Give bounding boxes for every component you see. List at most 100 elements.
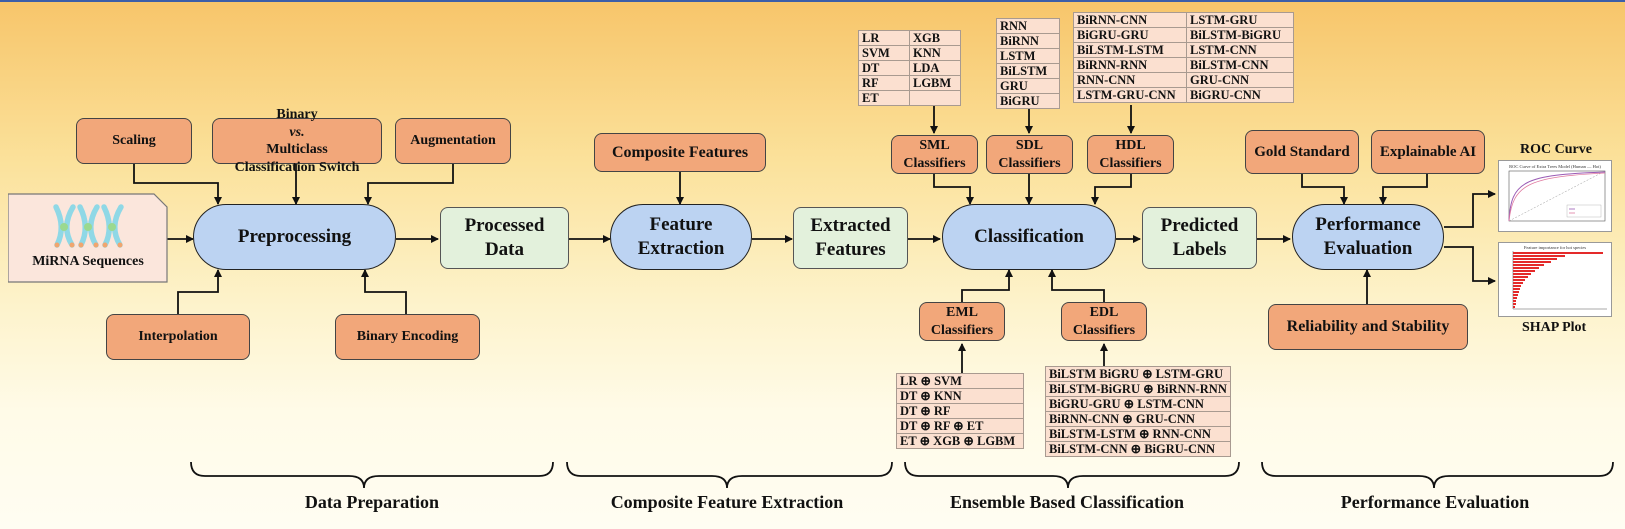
- ef-line1: Extracted: [810, 215, 891, 237]
- pl-line2: Labels: [1172, 239, 1227, 260]
- table-cell: LR ⊕ SVM: [896, 373, 1024, 389]
- shap-bar: [1513, 267, 1539, 269]
- switch-text-vs: vs.: [289, 124, 305, 140]
- table-cell: BiLSTM-LSTM ⊕ RNN-CNN: [1045, 426, 1231, 442]
- edl-line2: Classifiers: [1072, 322, 1136, 338]
- table-row: RNN: [996, 18, 1060, 34]
- explainable-ai-box: Explainable AI: [1371, 130, 1485, 174]
- arrow-binary-encoding: [361, 269, 407, 314]
- table-row: LSTM: [996, 48, 1060, 64]
- pe-line1: Performance: [1315, 214, 1421, 236]
- roc-thumb-title: ROC Curve of Extra Trees Model (Human — …: [1509, 164, 1601, 169]
- table-cell: LSTM: [996, 48, 1060, 64]
- shap-bar: [1513, 288, 1520, 290]
- roc-curve-image: ROC Curve of Extra Trees Model (Human — …: [1498, 160, 1612, 232]
- sml-line2: Classifiers: [903, 155, 966, 171]
- shap-thumb-title: Feature importance for hot species: [1524, 245, 1586, 250]
- table-cell: BiLSTM: [996, 63, 1060, 79]
- shap-bar: [1513, 252, 1603, 254]
- gold-standard-box: Gold Standard: [1245, 130, 1359, 174]
- arrow-xai: [1379, 174, 1428, 205]
- switch-text-line2: Classification Switch: [234, 159, 360, 175]
- sdl-line1: SDL: [1015, 138, 1044, 153]
- shap-bar: [1513, 291, 1519, 293]
- table-cell: XGB: [909, 30, 961, 46]
- table-cell: BiLSTM-BiGRU: [1186, 27, 1294, 43]
- shap-bar: [1513, 276, 1528, 278]
- shap-bar: [1513, 270, 1535, 272]
- table-row: DT ⊕ KNN: [896, 388, 1024, 404]
- table-row: DT ⊕ RF ⊕ ET: [896, 418, 1024, 434]
- processed-line1: Processed: [464, 215, 545, 237]
- stage-composite-feature-extraction: Composite Feature Extraction: [610, 492, 844, 512]
- table-row: ET: [858, 90, 961, 106]
- roc-caption: ROC Curve: [1520, 142, 1592, 157]
- arrow-edl: [1048, 269, 1105, 302]
- shap-bar: [1513, 306, 1515, 308]
- table-cell: BiGRU-GRU: [1073, 27, 1187, 43]
- table-row: BiGRU-GRU ⊕ LSTM-CNN: [1045, 396, 1231, 412]
- shap-bar: [1513, 258, 1557, 260]
- brace-ensemble: [904, 461, 1240, 489]
- table-cell: [909, 90, 961, 106]
- table-cell: BiLSTM-CNN ⊕ BiGRU-CNN: [1045, 441, 1231, 457]
- table-cell: DT ⊕ RF ⊕ ET: [896, 418, 1024, 434]
- augmentation-box: Augmentation: [395, 118, 511, 164]
- preprocessing-node: Preprocessing: [193, 204, 396, 270]
- shap-bar: [1513, 279, 1525, 281]
- table-cell: GRU: [996, 78, 1060, 94]
- arrow-scaling: [133, 164, 222, 205]
- table-row: DT ⊕ RF: [896, 403, 1024, 419]
- table-row: BiLSTM-CNN ⊕ BiGRU-CNN: [1045, 441, 1231, 457]
- table-row: BiLSTM-LSTM ⊕ RNN-CNN: [1045, 426, 1231, 442]
- table-row: ET ⊕ XGB ⊕ LGBM: [896, 433, 1024, 449]
- table-row: BiGRU: [996, 93, 1060, 109]
- hdl-line2: Classifiers: [1099, 155, 1162, 171]
- pl-line1: Predicted: [1160, 215, 1239, 237]
- eml-table: LR ⊕ SVM DT ⊕ KNN DT ⊕ RF DT ⊕ RF ⊕ ET E…: [896, 373, 1024, 449]
- sdl-line2: Classifiers: [998, 155, 1061, 171]
- table-row: BiLSTM: [996, 63, 1060, 79]
- table-cell: KNN: [909, 45, 961, 61]
- shap-bar: [1513, 297, 1517, 299]
- shap-bar: [1513, 264, 1544, 266]
- table-row: BiRNN-CNN ⊕ GRU-CNN: [1045, 411, 1231, 427]
- arrow-eml: [961, 269, 1013, 302]
- processed-line2: Data: [484, 239, 525, 260]
- table-cell: BiLSTM-LSTM: [1073, 42, 1187, 58]
- composite-features-box: Composite Features: [594, 133, 766, 172]
- arrow-gold: [1301, 174, 1348, 205]
- arrow-interpolation: [177, 269, 222, 314]
- pe-line2: Evaluation: [1323, 238, 1413, 259]
- roc-thumbnail: ROC Curve of Extra Trees Model (Human — …: [1508, 164, 1606, 222]
- shap-caption: SHAP Plot: [1522, 320, 1587, 335]
- table-cell: LGBM: [909, 75, 961, 91]
- table-cell: BiRNN-CNN: [1073, 12, 1187, 28]
- table-cell: BiLSTM-BiGRU ⊕ BiRNN-RNN: [1045, 381, 1231, 397]
- table-row: LR ⊕ SVM: [896, 373, 1024, 389]
- arrow-augmentation: [364, 164, 454, 205]
- sdl-classifiers-box: SDL Classifiers: [986, 135, 1073, 174]
- brace-evaluation: [1261, 461, 1614, 489]
- table-cell: LDA: [909, 60, 961, 76]
- top-border: [0, 0, 1625, 2]
- classification-node: Classification: [942, 204, 1116, 270]
- scaling-box: Scaling: [76, 118, 192, 164]
- table-cell: BiRNN-CNN ⊕ GRU-CNN: [1045, 411, 1231, 427]
- table-cell: DT: [858, 60, 910, 76]
- mirna-label: MiRNA Sequences: [32, 254, 144, 269]
- table-cell: GRU-CNN: [1186, 72, 1294, 88]
- table-row: BiRNN: [996, 33, 1060, 49]
- switch-text-post: Multiclass: [266, 142, 328, 157]
